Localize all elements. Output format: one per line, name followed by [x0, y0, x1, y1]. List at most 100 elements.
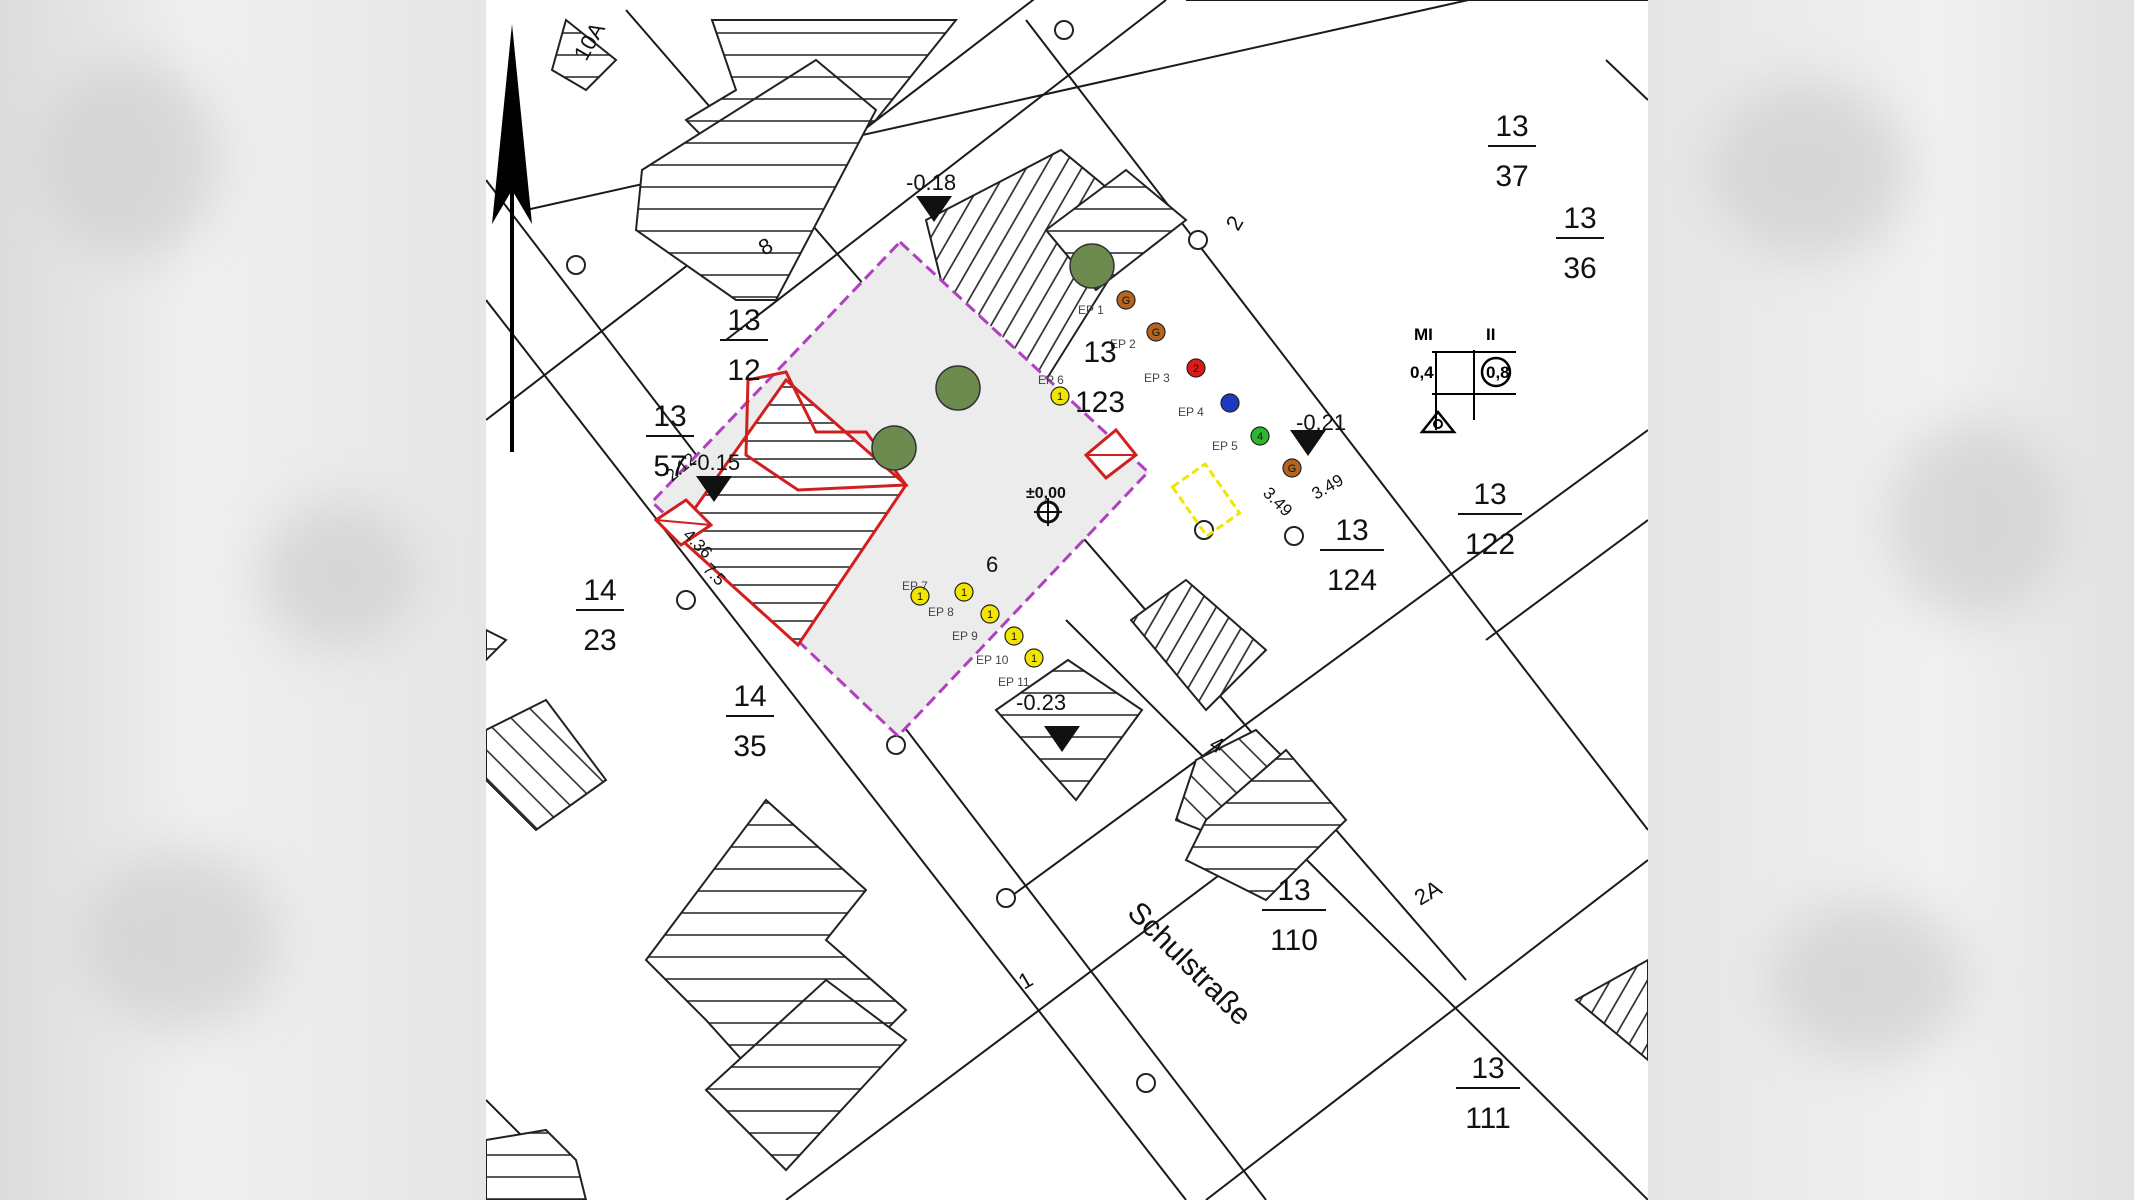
- tree-icon: [1069, 243, 1115, 289]
- parcel-top: 13: [1471, 1052, 1504, 1085]
- parcel-number: 13 36: [1556, 202, 1604, 285]
- ep-marker-label: 2: [1193, 363, 1199, 375]
- trees: [871, 243, 1115, 471]
- parcel-top: 13: [727, 304, 760, 337]
- ep-label: EP 10: [976, 653, 1009, 667]
- ep-label: EP 1: [1078, 303, 1104, 317]
- parcel-bottom: 111: [1465, 1102, 1511, 1135]
- benchmark-icon: [696, 476, 732, 502]
- parcel-bottom: 110: [1270, 924, 1318, 957]
- elevation-label: -0.18: [906, 170, 956, 195]
- parcel-number: 13 123: [1075, 336, 1125, 419]
- ep-label: EP 8: [928, 605, 954, 619]
- parking-marker: [1170, 461, 1242, 539]
- tree-icon: [871, 425, 917, 471]
- building-10a: [550, 18, 618, 92]
- building-east-b: [1574, 958, 1648, 1062]
- parcel-top: 13: [653, 400, 686, 433]
- ep-label: EP 6: [1038, 373, 1064, 387]
- parcel-top: 13: [1563, 202, 1596, 235]
- elevation-label: -0.21: [1296, 410, 1346, 435]
- parcel-top: 13: [1277, 874, 1310, 907]
- parcel-number: 13 122: [1458, 478, 1522, 561]
- elevation-label: ±0,00: [1026, 485, 1066, 502]
- zoning-area: MI: [1414, 325, 1433, 344]
- building-1-annex: [704, 978, 908, 1172]
- ep-label: EP 2: [1110, 337, 1136, 351]
- parcel-bottom: 37: [1495, 160, 1528, 193]
- north-arrow-icon: [492, 24, 532, 452]
- ep-marker-label: G: [1152, 327, 1161, 339]
- building-west-b: [486, 698, 608, 832]
- elevation-label: -0.23: [1016, 690, 1066, 715]
- ep-label: EP 5: [1212, 439, 1238, 453]
- elevation-label: -0.15: [690, 450, 740, 475]
- blur-shape: [80, 850, 280, 1030]
- parcel-bottom: 57: [653, 450, 686, 483]
- blur-shape: [1708, 80, 1908, 260]
- parcel-number: 14 35: [726, 680, 774, 763]
- ep-marker-label: G: [1288, 463, 1297, 475]
- parcel-number: 13 111: [1456, 1052, 1520, 1135]
- benchmarks: [696, 196, 1326, 752]
- ep-label: EP 3: [1144, 371, 1170, 385]
- parcel-number: 13 110: [1262, 874, 1326, 957]
- zoning-gfz: 0,8: [1486, 363, 1510, 382]
- parcel-number: 13 57: [646, 400, 694, 483]
- building-8-body: [634, 58, 878, 301]
- zoning-table: MI II 0,4 0,8: [1410, 325, 1516, 434]
- building-2a: [1184, 748, 1348, 902]
- zoning-storeys: II: [1486, 325, 1495, 344]
- blur-shape: [260, 500, 420, 650]
- parcel-top: 14: [583, 574, 616, 607]
- benchmark-icon: [916, 196, 952, 222]
- parcel-bottom: 35: [733, 730, 766, 763]
- left-blurred-margin: [0, 0, 486, 1200]
- parcel-top: 14: [733, 680, 766, 713]
- ep-label: EP 4: [1178, 405, 1204, 419]
- ep-marker-label: 1: [1031, 653, 1037, 665]
- parcel-top: 13: [1335, 514, 1368, 547]
- blur-shape: [1768, 900, 1968, 1060]
- ep-labels: EP 1 EP 2 EP 3 EP 4 EP 5 EP 6 EP 7 EP 8 …: [902, 303, 1238, 689]
- ep-marker-label: 1: [987, 609, 993, 621]
- ep-marker-label: 1: [1011, 631, 1017, 643]
- parcel-bottom: 124: [1327, 564, 1377, 597]
- parcel-number: 13 37: [1488, 110, 1536, 193]
- ep-marker-label: G: [1122, 295, 1131, 307]
- right-blurred-margin: [1648, 0, 2134, 1200]
- parcel-bottom: 36: [1563, 252, 1596, 285]
- tree-icon: [935, 365, 981, 411]
- ep-label: EP 9: [952, 629, 978, 643]
- parcel-bottom: 12: [727, 354, 760, 387]
- parcel-bottom: 122: [1465, 528, 1515, 561]
- parcel-number: 14 23: [576, 574, 624, 657]
- ep-label: EP 11: [998, 675, 1030, 689]
- building-west-edge: [486, 628, 508, 662]
- zoning-grz: 0,4: [1410, 363, 1434, 382]
- house-number: 6: [986, 552, 998, 577]
- parcel-top: 13: [1083, 336, 1116, 369]
- parcel-top: 13: [1473, 478, 1506, 511]
- parcel-bottom: 123: [1075, 386, 1125, 419]
- elevation-labels: -0.18 -0.15 -0.21 -0.23 ±0,00: [690, 170, 1346, 715]
- ep-marker-label: 1: [961, 587, 967, 599]
- parcel-number: 13 124: [1320, 514, 1384, 597]
- ep-marker-labels: G G 2 4 1 1 1 1 1 1 G: [917, 295, 1296, 665]
- ep-marker-label: 1: [1057, 391, 1063, 403]
- ep-marker-label: 1: [917, 591, 923, 603]
- ep-marker-label: 4: [1257, 431, 1263, 443]
- cadastral-map: G G 2 4 1 1 1 1 1 1 G EP 1 EP 2 EP 3 EP …: [486, 0, 1648, 1200]
- parcel-number: 13 12: [720, 304, 768, 387]
- parcel-top: 13: [1495, 110, 1528, 143]
- building-south-west: [486, 1128, 588, 1200]
- benchmark-icon: [1290, 430, 1326, 456]
- ep-markers: [910, 290, 1302, 668]
- blur-shape: [1888, 420, 2068, 620]
- benchmark-icon: [1044, 726, 1080, 752]
- parcel-bottom: 23: [583, 624, 616, 657]
- planned-building: [653, 370, 1139, 648]
- blur-shape: [40, 60, 220, 260]
